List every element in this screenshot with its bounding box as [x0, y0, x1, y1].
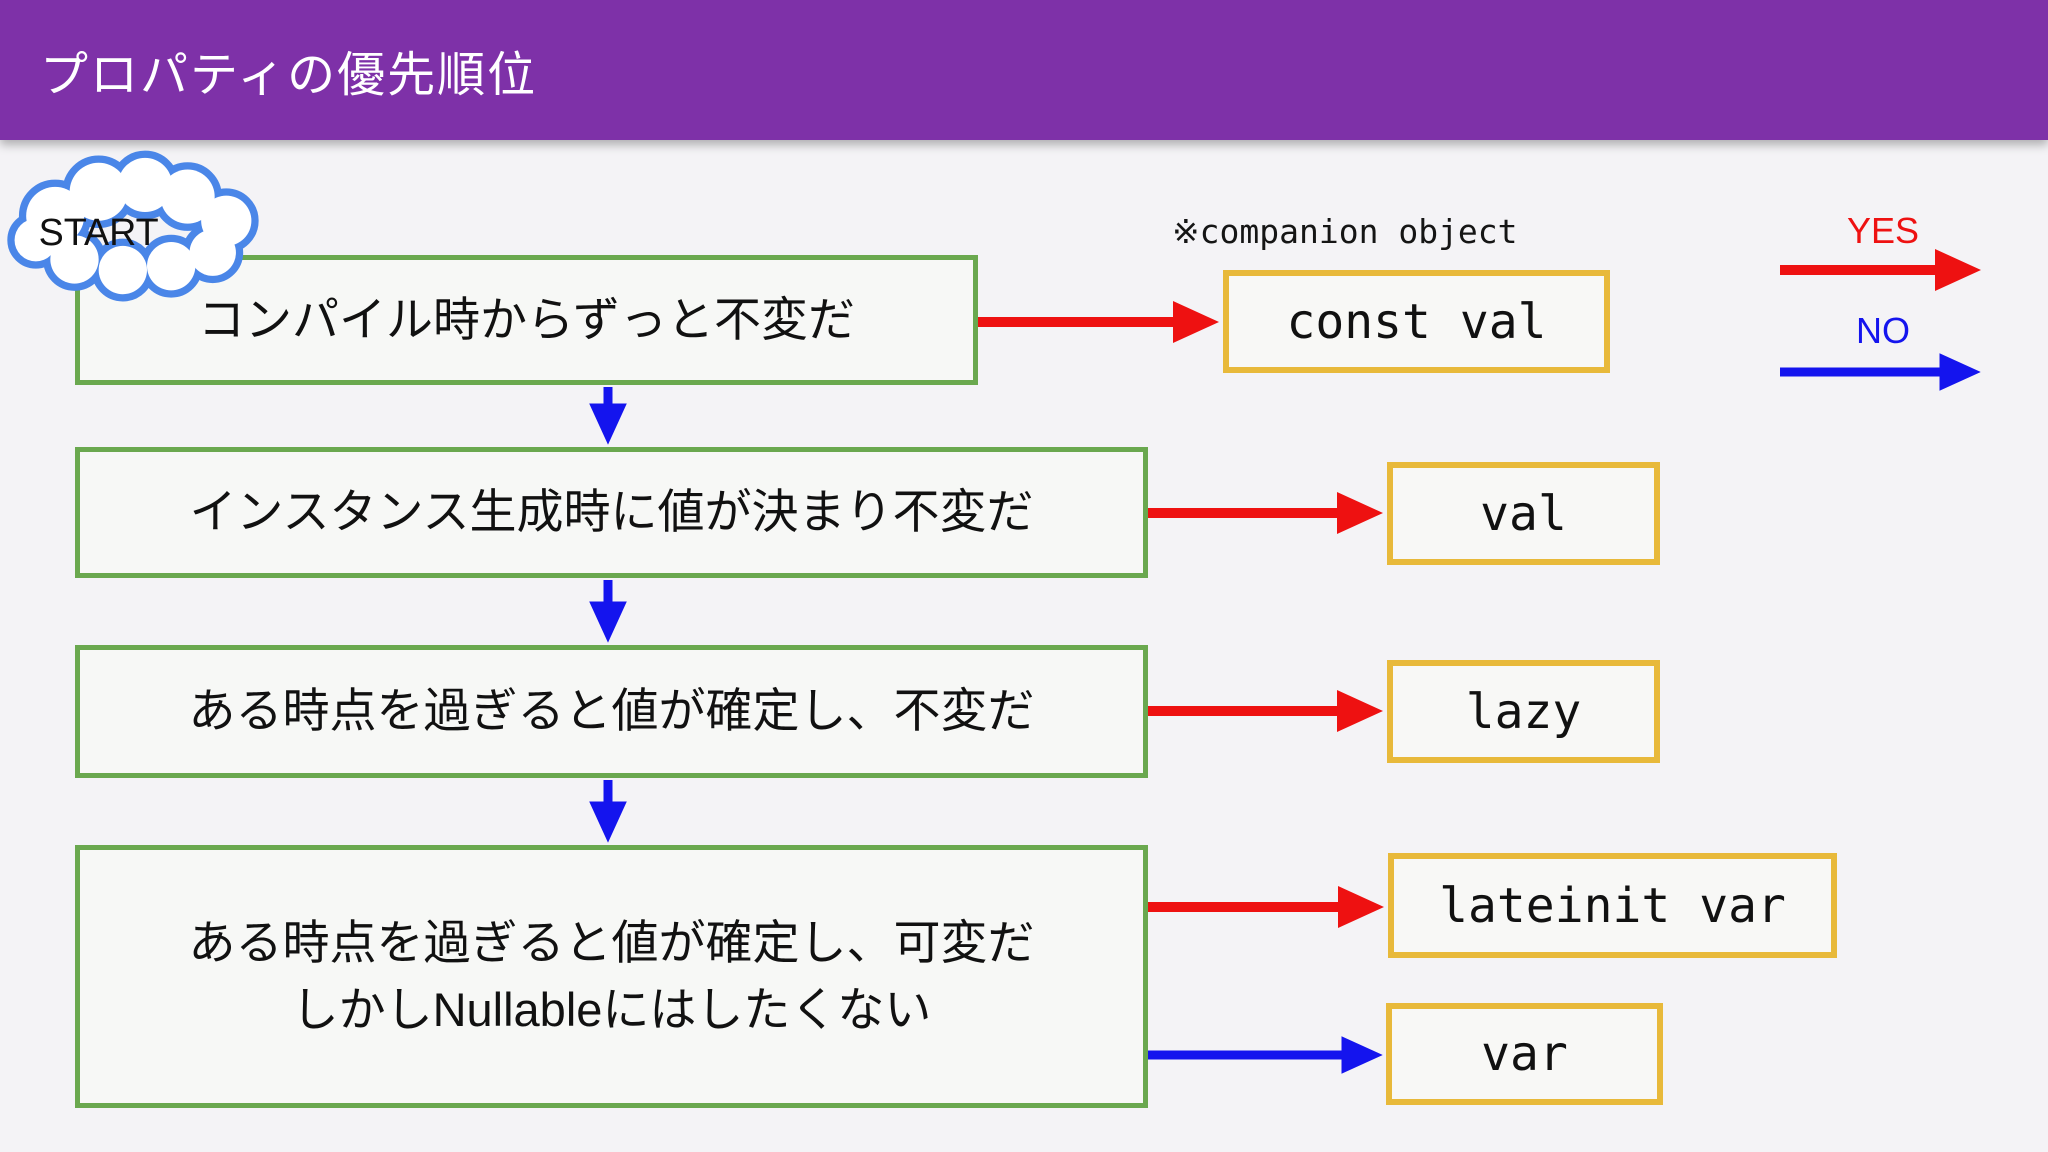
question-1-text: コンパイル時からずっと不変だ [197, 292, 856, 346]
question-box-3: ある時点を過ぎると値が確定し、不変だ [75, 645, 1148, 778]
question-box-4: ある時点を過ぎると値が確定し、可変だ しかしNullableにはしたくない [75, 845, 1148, 1108]
question-2-text: インスタンス生成時に値が決まり不変だ [189, 485, 1034, 539]
answer-box-lateinit-var: lateinit var [1388, 853, 1837, 958]
cloud-fill [14, 157, 252, 295]
answer-box-var: var [1386, 1003, 1663, 1105]
answer-box-const-val: const val [1223, 270, 1610, 373]
start-cloud: START [7, 150, 259, 302]
question-4-line2: しかしNullableにはしたくない [291, 982, 932, 1036]
question-4-line1: ある時点を過ぎると値が確定し、可変だ [188, 915, 1035, 969]
question-3-text: ある時点を過ぎると値が確定し、不変だ [188, 684, 1035, 738]
answer-var-label: var [1481, 1026, 1568, 1082]
answer-box-val: val [1387, 462, 1660, 565]
answer-lazy-label: lazy [1465, 683, 1582, 740]
answer-const-val-label: const val [1286, 293, 1547, 350]
answer-box-lazy: lazy [1387, 660, 1660, 763]
question-box-2: インスタンス生成時に値が決まり不変だ [75, 447, 1148, 578]
legend-yes-label: YES [1846, 210, 1920, 251]
answer-lateinit-var-label: lateinit var [1439, 877, 1786, 934]
start-label: START [39, 211, 159, 253]
header-bar: プロパティの優先順位 [0, 0, 2048, 140]
answer-val-label: val [1480, 485, 1567, 542]
companion-object-note: ※companion object [1172, 212, 1518, 251]
page-title: プロパティの優先順位 [40, 49, 538, 102]
legend-no-label: NO [1856, 310, 1910, 351]
